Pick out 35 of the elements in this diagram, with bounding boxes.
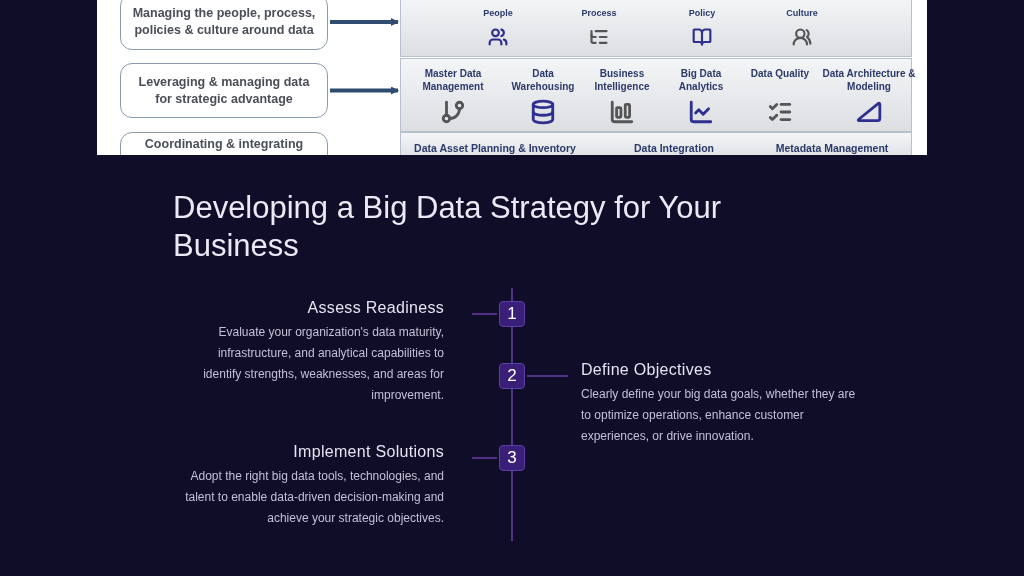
category-label: Data Asset Planning & Inventory [414,141,576,155]
category-label: People [483,7,513,19]
text-box: Leveraging & managing data for strategic advantage [120,63,328,118]
category-label: Master Data Management [421,67,485,93]
step-description: Evaluate your organization's data maturity, infrastructure, and analytical capabilities to identify strengths, weaknesses, and areas for improvement. [202,324,444,404]
category-label: Policy [688,7,716,19]
category-label: Business Intelligence [593,67,651,93]
step-number: 2 [499,363,525,389]
category-label: Data Integration [634,141,714,155]
step-description: Clearly define your big data goals, whether they are to optimize operations, enhance customer experiences, or drive innovation. [581,386,857,445]
category-label: Metadata Management [775,141,889,155]
category-label: Data Architecture & Modeling [821,67,917,93]
connector-line [471,457,498,459]
arrow [330,86,399,95]
step-number: 3 [499,445,525,471]
arrow [330,18,399,26]
connector-line [471,313,498,315]
step-description: Adopt the right big data tools, technologies, and talent to enable data-driven decision-making and achieve your strategic objectives. [184,468,444,527]
category-label: Data Warehousing [510,67,576,93]
category-label: Process [581,7,617,19]
step-heading: Define Objectives [581,360,712,380]
category-label: Big Data Analytics [677,67,725,93]
title: Developing a Big Data Strategy for Your Business [173,189,722,265]
text-box: Managing the people, process, policies & culture around data [120,0,328,50]
category-band [400,132,912,155]
text-box: Coordinating & integrating [120,132,328,155]
category-band [400,0,912,57]
step-number: 1 [499,301,525,327]
connector-line [526,375,569,377]
step-heading: Implement Solutions [293,442,444,462]
category-label: Culture [786,7,818,19]
connector-line [511,326,513,364]
category-label: Data Quality [750,67,810,81]
connector-line [511,388,513,446]
step-heading: Assess Readiness [307,298,444,318]
